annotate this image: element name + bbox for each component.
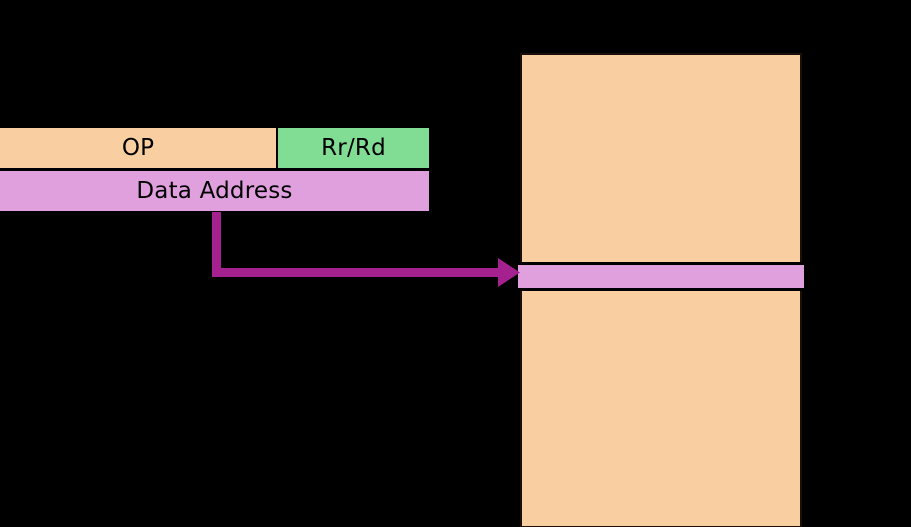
arrow-head-icon bbox=[498, 258, 520, 287]
instruction-field-rr-rd: Rr/Rd bbox=[276, 126, 431, 170]
instruction-field-op-label: OP bbox=[121, 134, 155, 161]
instruction-field-rr-rd-label: Rr/Rd bbox=[321, 134, 386, 161]
data-address-to-memory-arrow bbox=[212, 212, 520, 287]
instruction-field-data-address: Data Address bbox=[0, 169, 431, 213]
arrow-shaft bbox=[212, 212, 503, 277]
instruction-field-data-address-label: Data Address bbox=[136, 177, 293, 204]
instruction-field-op: OP bbox=[0, 126, 278, 170]
memory-target-row bbox=[518, 262, 804, 291]
